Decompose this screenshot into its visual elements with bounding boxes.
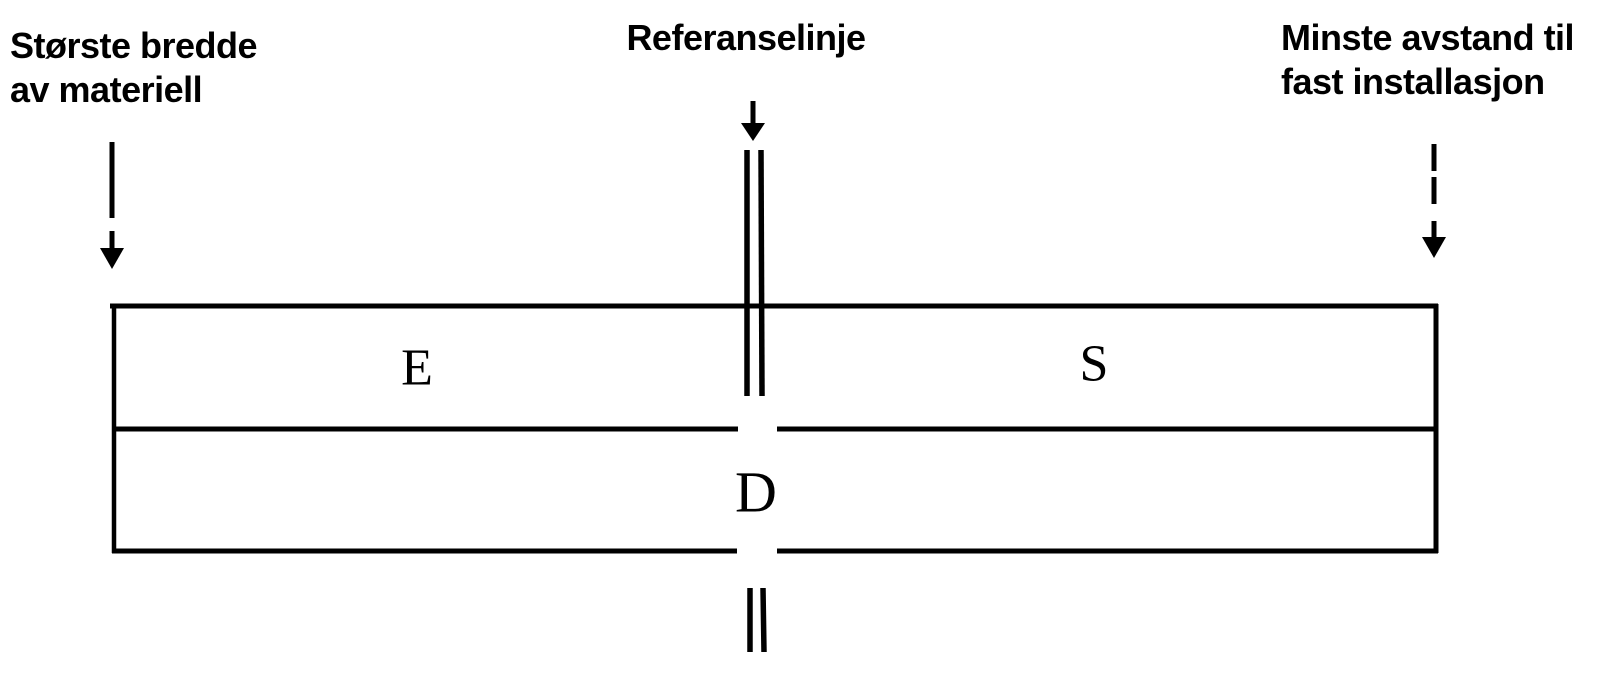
zone-d-letter: D (735, 459, 777, 525)
reference-line-arrow (741, 101, 765, 141)
reference-line-upper (744, 149, 765, 397)
largest-width-label: Største bredde av materiell (10, 24, 258, 112)
largest-width-arrowhead (100, 248, 124, 269)
min-distance-arrowhead (1422, 237, 1446, 258)
reference-line-label: Referanselinje (626, 17, 866, 58)
min-distance-label: Minste avstand til fast installasjon (1281, 16, 1575, 104)
zone-s-letter: S (1079, 335, 1109, 393)
zone-e-letter: E (401, 339, 433, 397)
largest-width-label-line2: av materiell (10, 69, 203, 110)
min-distance-label-line2: fast installasjon (1281, 61, 1545, 102)
reference-line-lower (747, 587, 767, 653)
min-distance-label-line1: Minste avstand til (1281, 17, 1575, 58)
reference-line-arrowhead (741, 123, 765, 141)
min-distance-arrow (1422, 144, 1446, 258)
reference-line-upper-right-stroke (758, 149, 765, 397)
largest-width-arrow (100, 142, 124, 269)
gauge-box (110, 303, 1439, 554)
largest-width-label-line1: Største bredde (10, 25, 258, 66)
reference-line-lower-right-stroke (760, 587, 767, 653)
